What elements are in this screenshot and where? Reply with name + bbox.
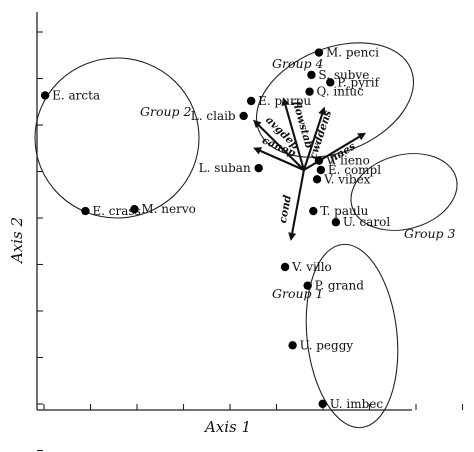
- vector-flowstab-arrowhead: [281, 97, 290, 107]
- vector-cwddens-line: [302, 113, 324, 171]
- vector-fines-line: [303, 135, 360, 171]
- point-label: V. lieno: [325, 154, 370, 168]
- vector-label-cond: cond: [277, 193, 294, 224]
- group-label-4: Group 4: [272, 56, 324, 71]
- point-label: U. peggy: [300, 338, 354, 352]
- point-v-vibex: [312, 175, 322, 184]
- point-label: P. pyrif: [337, 75, 380, 89]
- point-m-nervo: [130, 204, 139, 214]
- vector-avgdep-arrowhead: [253, 119, 262, 129]
- point-l-claib: [239, 111, 248, 121]
- vector-cwddens-arrowhead: [318, 106, 326, 116]
- group-ellipse-3: [350, 153, 458, 231]
- point-p-pyrif: [326, 78, 335, 87]
- point-e-compl: [316, 165, 326, 175]
- vector-fines-arrowhead: [357, 132, 367, 141]
- point-p-grand: [303, 281, 312, 290]
- point-label: E. purpu: [258, 94, 311, 108]
- point-u-carol: [331, 218, 341, 227]
- point-label: E. arcta: [52, 88, 100, 102]
- vector-flowstab-line: [284, 104, 305, 171]
- point-e-crass: [81, 206, 90, 216]
- point-t-paulu: [309, 206, 318, 216]
- group-label-1: Group 1: [272, 286, 323, 301]
- point-label: M. nervo: [141, 202, 196, 216]
- group-label-3: Group 3: [404, 226, 456, 241]
- point-u-imbec: [318, 399, 327, 409]
- vector-canop-line: [259, 149, 305, 171]
- point-label: V. villo: [291, 260, 332, 274]
- point-label: E. crass: [92, 204, 140, 218]
- point-label: L. claib: [191, 109, 236, 123]
- point-label: U. imbec: [330, 397, 384, 411]
- point-m-penci: [314, 48, 324, 57]
- group-labels: Group 1 Group 2 Group 3 Group 4: [140, 56, 456, 301]
- point-l-suban: [254, 163, 263, 173]
- point-label: P. grand: [315, 279, 365, 293]
- point-q-infuc: [305, 87, 314, 96]
- group-ellipses: [34, 42, 458, 429]
- point-label: U. carol: [343, 215, 390, 229]
- axis-ticks: [37, 31, 464, 452]
- point-v-lieno: [314, 156, 324, 165]
- point-e-purpu: [246, 96, 256, 106]
- group-ellipse-2: [34, 57, 200, 219]
- point-s-subve: [307, 70, 316, 80]
- point-label: M. penci: [326, 46, 379, 60]
- group-label-2: Group 2: [140, 104, 192, 119]
- point-label: T. paulu: [320, 204, 368, 218]
- vector-cond-arrowhead: [288, 232, 297, 241]
- point-label: E. compl: [328, 163, 381, 177]
- point-v-villo: [280, 262, 290, 272]
- point-e-arcta: [40, 91, 50, 100]
- group-ellipse-1: [305, 243, 399, 429]
- point-label: L. suban: [199, 161, 251, 175]
- y-axis-title: Axis 2: [8, 217, 26, 265]
- vector-canop-arrowhead: [253, 147, 262, 155]
- vector-avgdep-line: [257, 124, 305, 171]
- point-label: Q. infuc: [317, 85, 365, 99]
- vector-cond-line: [291, 169, 305, 234]
- point-u-peggy: [288, 341, 297, 350]
- x-axis-title: Axis 1: [203, 418, 251, 436]
- point-label: V. vibex: [323, 172, 371, 186]
